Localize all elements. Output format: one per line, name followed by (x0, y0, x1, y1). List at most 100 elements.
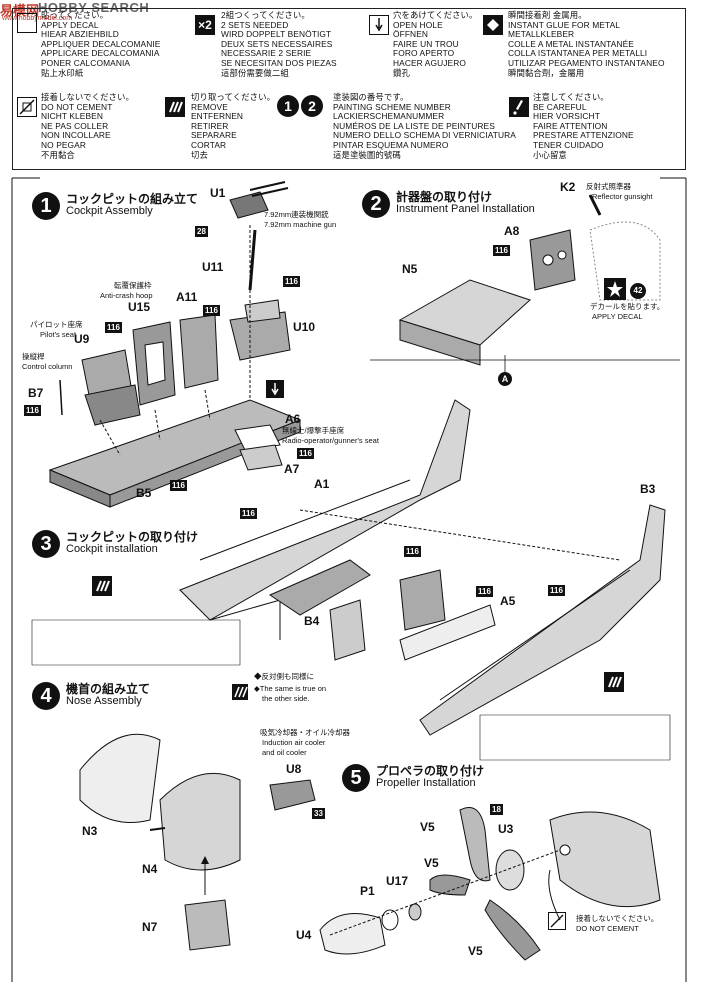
watermark-url: www.hobbymodel.com (2, 15, 73, 22)
nose-part-n7 (184, 899, 231, 951)
note-cooler-jp: 吸気冷却器・オイル冷却器 (260, 728, 350, 737)
step-1-title-jp: コックピットの組み立て (66, 192, 199, 206)
remove-icon-same-side (232, 684, 248, 700)
propeller-blade-v5b (429, 874, 471, 896)
part-label-a8: A8 (504, 224, 520, 238)
note-radio-jp: 無線士/爆撃手座席 (282, 426, 345, 435)
part-label-n5: N5 (402, 262, 418, 276)
color-badge-116-b5: 116 (170, 480, 187, 491)
step-5-number: 5 (342, 764, 370, 792)
note-decal-jp: デカールを貼ります。 (590, 302, 665, 311)
note-decal-en: APPLY DECAL (592, 312, 643, 321)
note-mg-jp: 7.92mm連装機関銃 (264, 210, 329, 219)
color-badge-33: 33 (312, 808, 325, 819)
fuselage-b3 (419, 504, 666, 736)
note-reflector-en: Reflector gunsight (592, 192, 653, 201)
remove-icon-inset-left (92, 576, 112, 596)
machine-gun-u1 (229, 181, 289, 219)
part-u10 (229, 299, 291, 361)
gunsight-k2 (588, 194, 602, 216)
step-4-title-jp: 機首の組み立て (66, 682, 151, 696)
note-column-en: Control column (22, 362, 73, 371)
caution-icon (509, 97, 529, 117)
part-label-u11: U11 (202, 260, 224, 274)
watermark-brand-en: HOBBY SEARCH (38, 0, 150, 15)
spinner-u4 (319, 913, 386, 955)
part-label-b3: B3 (640, 482, 656, 496)
note-reflector-jp: 反射式照準器 (586, 182, 631, 191)
paint-scheme-2-icon: 2 (301, 95, 323, 117)
note-column-jp: 操縦桿 (22, 352, 45, 361)
part-label-a11: A11 (176, 290, 198, 304)
nose-part-n5 (398, 279, 531, 366)
part-label-p1: P1 (360, 884, 375, 898)
apply-decal-icon (17, 13, 37, 33)
part-label-b4: B4 (304, 614, 320, 628)
part-label-a1: A1 (314, 477, 330, 491)
part-label-u9: U9 (74, 332, 90, 346)
step-4-title-en: Nose Assembly (66, 695, 142, 707)
note-hoop-jp: 転覆保護枠 (114, 281, 152, 290)
propeller-blade-v5a (459, 807, 491, 882)
color-badge-28: 28 (195, 226, 208, 237)
step-2-number: 2 (362, 190, 390, 218)
note-nocement-en: DO NOT CEMENT (576, 924, 639, 933)
color-badge-116-b7: 116 (24, 405, 41, 416)
note-pilot-jp: パイロット座席 (30, 320, 83, 329)
part-label-u4: U4 (296, 928, 312, 942)
anti-crash-hoop-u15 (132, 321, 176, 406)
part-label-a7: A7 (284, 462, 300, 476)
cockpit-seat-assembly (329, 569, 446, 661)
part-label-b5: B5 (136, 486, 152, 500)
step-2-title-jp: 計器盤の取り付け (396, 190, 493, 204)
prop-hub-u3 (495, 849, 525, 891)
color-badge-116-u11: 116 (283, 276, 300, 287)
part-label-u10: U10 (293, 320, 316, 334)
color-badge-116-b3: 116 (548, 585, 565, 596)
open-hole-icon-step1 (266, 380, 284, 398)
color-badge-116-a6: 116 (297, 448, 314, 459)
note-same-jp: ◆反対側も同様に (254, 672, 314, 681)
remove-icon-inset-right (604, 672, 624, 692)
part-label-v5b: V5 (424, 856, 439, 870)
control-column-b7 (59, 379, 63, 416)
cooler-u8 (269, 779, 316, 811)
color-badge-116-b4: 116 (404, 546, 421, 557)
note-mg-en: 7.92mm machine gun (264, 220, 337, 229)
decal-star-icon (604, 278, 626, 300)
color-badge-116-a11: 116 (203, 305, 220, 316)
no-cement-note-icon (548, 912, 566, 930)
step-5-title-jp: プロペラの取り付け (376, 764, 485, 778)
part-a5 (399, 604, 496, 661)
part-label-u1: U1 (210, 186, 226, 200)
nose-part-n3 (79, 733, 161, 823)
watermark-brand-cn: 易模网 (0, 3, 40, 18)
no-cement-icon (17, 97, 37, 117)
part-label-v5a: V5 (420, 820, 435, 834)
gun-mount-u11 (248, 229, 257, 291)
part-label-n7: N7 (142, 920, 158, 934)
step-2-title-en: Instrument Panel Installation (396, 203, 535, 215)
part-u17 (408, 903, 422, 921)
step-4-number: 4 (32, 682, 60, 710)
color-badge-116-a8: 116 (493, 245, 510, 256)
step-5-title-en: Propeller Installation (376, 777, 476, 789)
decal-number-42: 42 (630, 283, 646, 299)
nose-part-n4 (149, 772, 241, 871)
note-hoop-en: Anti-crash hoop (100, 291, 153, 300)
part-label-n4: N4 (142, 862, 158, 876)
step-1-title-en: Cockpit Assembly (66, 205, 153, 217)
note-same-en2: the other side. (262, 694, 310, 703)
paint-scheme-1-icon: 1 (277, 95, 299, 117)
part-label-u8: U8 (286, 762, 302, 776)
